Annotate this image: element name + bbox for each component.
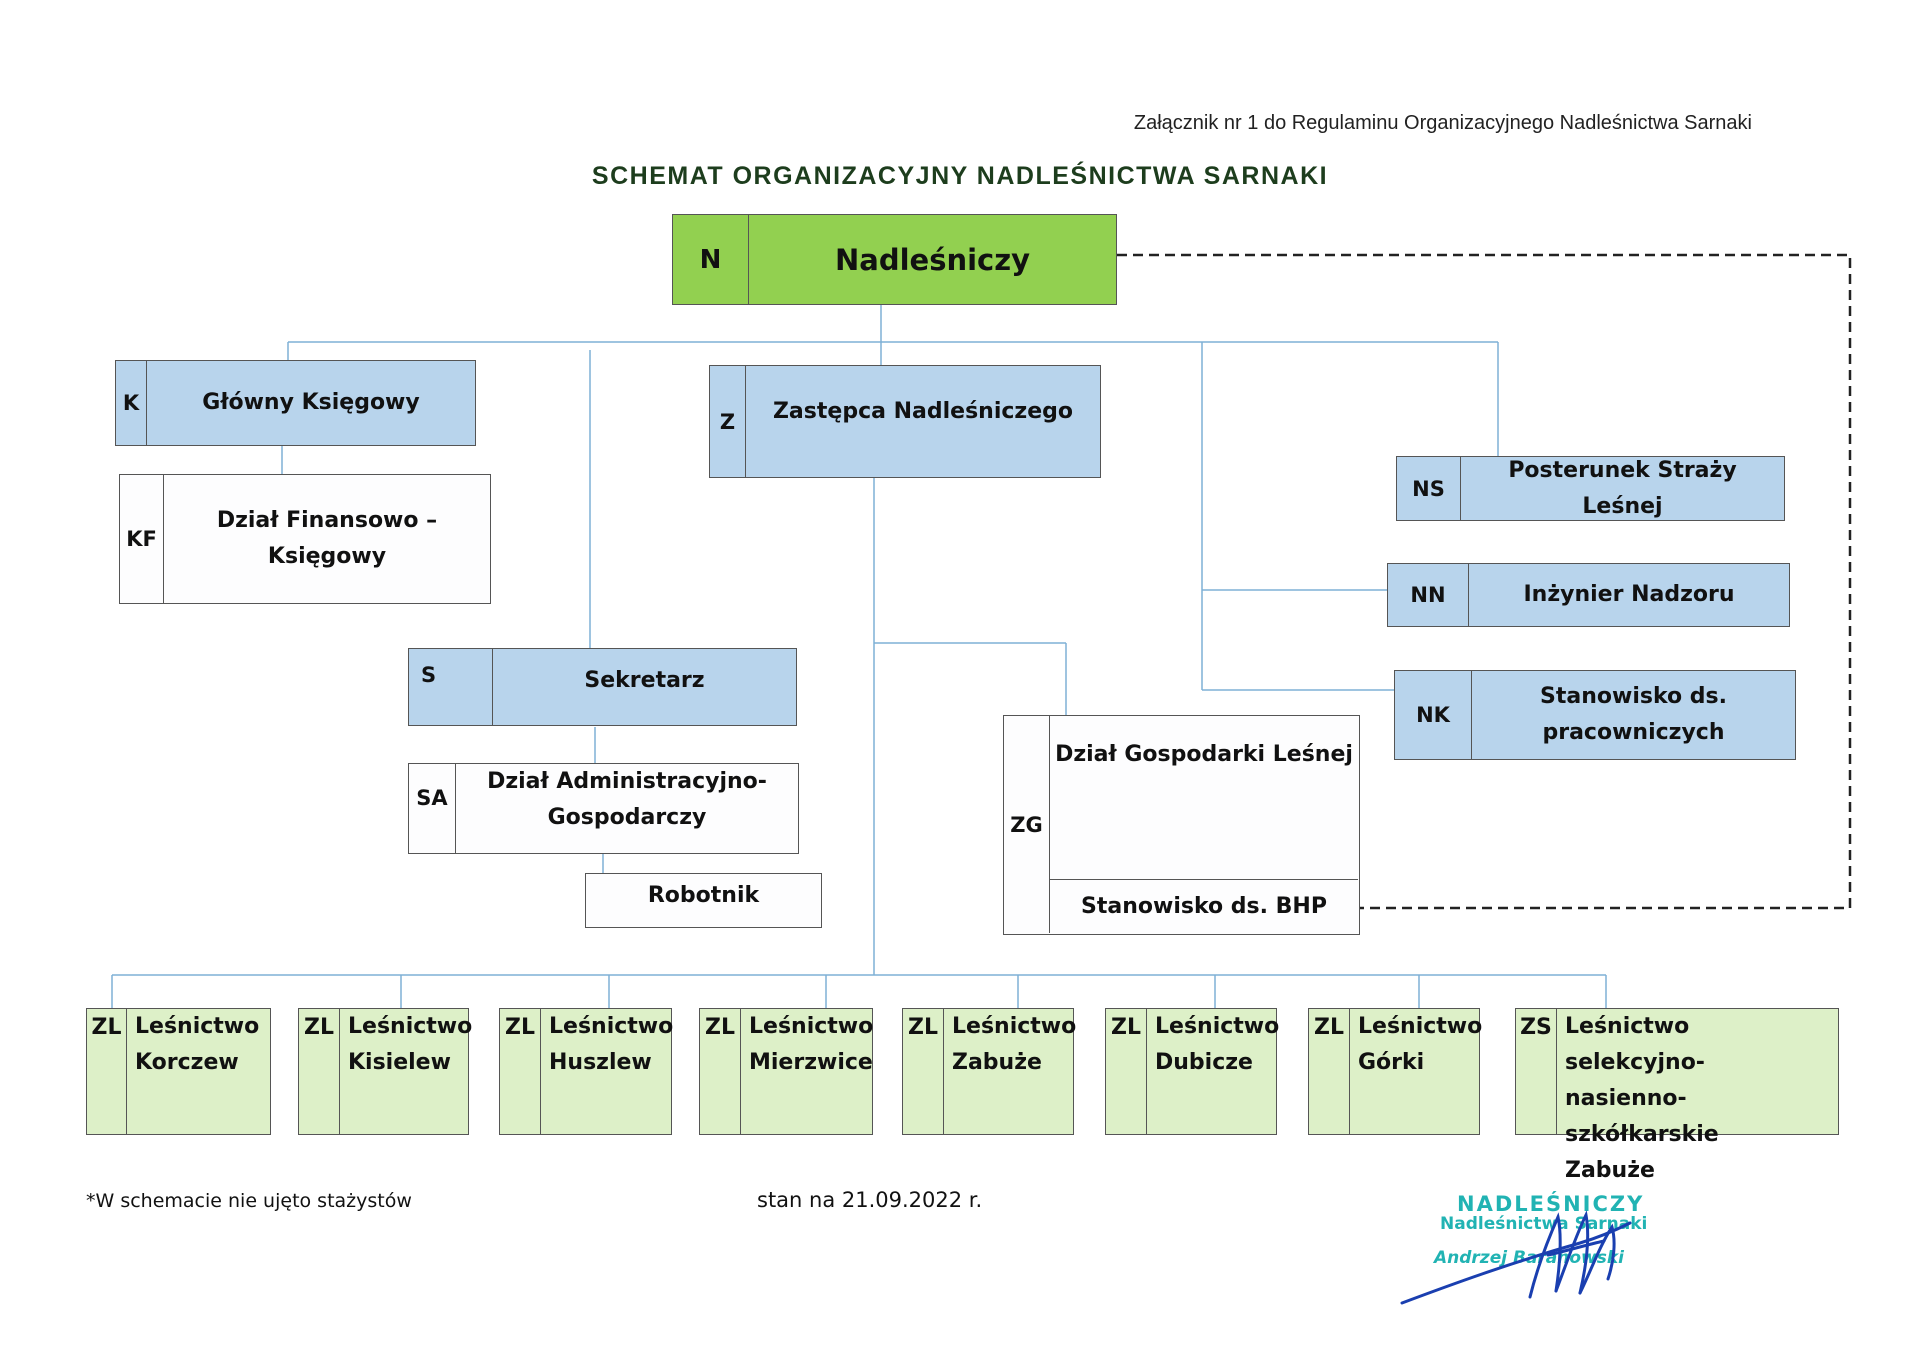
footnote: *W schemacie nie ujęto stażystów	[86, 1190, 412, 1212]
box-code: ZL	[500, 1009, 541, 1134]
box-label: Leśnictwo Zabuże	[952, 1014, 1077, 1075]
bhp-sub-label: Stanowisko ds. BHP	[1081, 894, 1327, 919]
box-label: Leśnictwo Kisielew	[348, 1014, 473, 1075]
lesnictwo-gorki-box: ZL Leśnictwo Górki	[1308, 1008, 1482, 1135]
box-code: ZS	[1516, 1009, 1557, 1134]
box-label: Robotnik	[647, 883, 760, 908]
box-code: ZL	[1106, 1009, 1147, 1134]
box-label: Posterunek Straży Leśnej	[1508, 457, 1737, 519]
lesnictwo-huszlew-box: ZL Leśnictwo Huszlew	[499, 1008, 673, 1135]
box-label: Dział Gospodarki Leśnej	[1055, 742, 1353, 767]
box-label: Dział Administracyjno- Gospodarczy	[487, 769, 767, 830]
dzial-administracyjno-gospodarczy-box: SA Dział Administracyjno- Gospodarczy	[408, 763, 799, 854]
lesnictwo-korczew-box: ZL Leśnictwo Korczew	[86, 1008, 271, 1135]
box-code: ZL	[903, 1009, 944, 1134]
box-code: NN	[1388, 564, 1469, 626]
lesnictwo-selekcyjne-box: ZS Leśnictwo selekcyjno- nasienno- szkół…	[1515, 1008, 1839, 1183]
header-note: Załącznik nr 1 do Regulaminu Organizacyj…	[1133, 112, 1752, 134]
box-code: ZL	[1309, 1009, 1350, 1134]
stamp-line: Nadleśnictwa Sarnaki	[1440, 1214, 1648, 1234]
box-label: Nadleśniczy	[834, 242, 1031, 277]
stanowisko-pracownicze-box: NK Stanowisko ds. pracowniczych	[1394, 670, 1796, 760]
dzial-finansowo-ksiegowy-box: KF Dział Finansowo – Księgowy	[119, 474, 491, 604]
box-code: N	[673, 215, 749, 304]
box-label: Stanowisko ds. pracowniczych	[1540, 684, 1727, 745]
box-code: K	[116, 361, 147, 445]
box-code: ZL	[299, 1009, 340, 1134]
box-label: Leśnictwo Korczew	[135, 1014, 260, 1075]
zastepca-nadlesniczego-box: Z Zastępca Nadleśniczego	[709, 365, 1101, 478]
box-label: Dział Finansowo – Księgowy	[216, 508, 438, 569]
box-label: Leśnictwo Mierzwice	[749, 1014, 874, 1075]
box-label: Sekretarz	[584, 668, 705, 693]
dashed-supervision-line	[1117, 253, 1852, 910]
date-note: stan na 21.09.2022 r.	[757, 1188, 983, 1212]
box-label: Inżynier Nadzoru	[1523, 582, 1735, 607]
box-code: Z	[710, 366, 746, 477]
lesnictwo-mierzwice-box: ZL Leśnictwo Mierzwice	[699, 1008, 873, 1135]
stamp-line: NADLEŚNICZY	[1457, 1192, 1645, 1216]
box-code: SA	[409, 764, 456, 853]
lesnictwo-zabuze-box: ZL Leśnictwo Zabuże	[902, 1008, 1076, 1135]
signature-mark	[1400, 1210, 1632, 1305]
posterunek-strazy-lesnej-box: NS Posterunek Straży Leśnej	[1396, 456, 1785, 521]
box-code: KF	[120, 475, 164, 603]
dzial-gospodarki-lesnej-box: ZG Dział Gospodarki Leśnej Stanowisko ds…	[1003, 715, 1360, 935]
box-label: Główny Księgowy	[202, 390, 420, 415]
inzynier-nadzoru-box: NN Inżynier Nadzoru	[1387, 563, 1790, 627]
box-label: Leśnictwo Górki	[1358, 1014, 1483, 1075]
sekretarz-box: S Sekretarz	[408, 648, 797, 726]
box-label: Zastępca Nadleśniczego	[772, 399, 1074, 424]
box-code: ZL	[700, 1009, 741, 1134]
box-label: Leśnictwo Dubicze	[1155, 1014, 1280, 1075]
glowny-ksiegowy-box: K Główny Księgowy	[115, 360, 476, 446]
box-code: NK	[1395, 671, 1472, 759]
robotnik-box: Robotnik	[585, 873, 822, 928]
chart-title: SCHEMAT ORGANIZACYJNY NADLEŚNICTWA SARNA…	[591, 162, 1329, 190]
box-label: Leśnictwo selekcyjno- nasienno- szkółkar…	[1565, 1014, 1719, 1183]
lesnictwo-dubicze-box: ZL Leśnictwo Dubicze	[1105, 1008, 1279, 1135]
lesnictwo-kisielew-box: ZL Leśnictwo Kisielew	[298, 1008, 472, 1135]
nadlesniczy-box: N Nadleśniczy	[672, 214, 1117, 305]
box-code: ZL	[87, 1009, 127, 1134]
box-code: S	[409, 649, 493, 725]
box-code: ZG	[1004, 716, 1050, 933]
box-code: NS	[1397, 457, 1461, 520]
box-label: Leśnictwo Huszlew	[549, 1014, 674, 1075]
